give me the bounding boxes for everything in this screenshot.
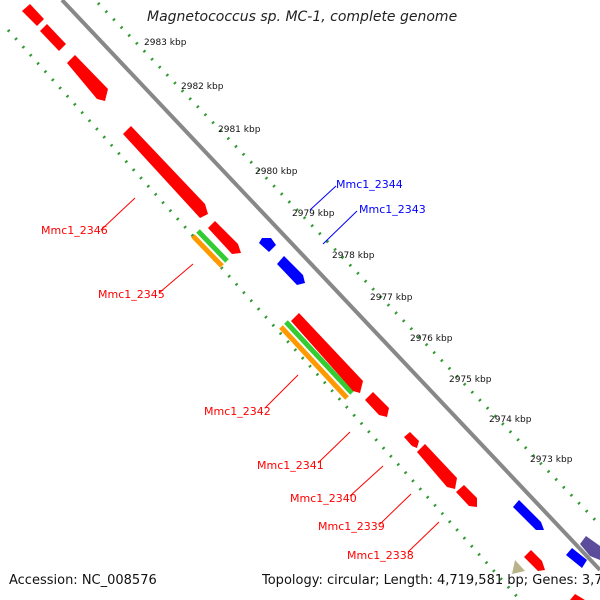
gene-arrow <box>456 485 477 507</box>
forward-strand-genes <box>22 4 585 600</box>
topology-label: Topology: circular; Length: 4,719,581 bp… <box>262 573 600 588</box>
kbp-tick-labels: 2983 kbp 2982 kbp 2981 kbp 2980 kbp 2979… <box>144 38 573 465</box>
tick-label: 2980 kbp <box>255 167 298 177</box>
label-leader-lines <box>100 185 440 553</box>
tick-label: 2983 kbp <box>144 38 187 48</box>
gene-arrow <box>123 126 208 218</box>
feature-bars <box>191 229 354 400</box>
genome-backbone <box>60 0 600 572</box>
tick-label: 2977 kbp <box>370 293 413 303</box>
gene-arrow <box>580 536 600 560</box>
gene-labels-left: Mmc1_2346 Mmc1_2345 Mmc1_2342 Mmc1_2341 … <box>41 224 414 562</box>
tick-label: 2975 kbp <box>449 375 492 385</box>
accession-label: Accession: NC_008576 <box>9 573 157 588</box>
tick-label: 2978 kbp <box>332 251 375 261</box>
gene-arrow <box>417 444 457 489</box>
tick-label: 2981 kbp <box>218 125 261 135</box>
gene-arrow <box>291 313 363 393</box>
gene-label: Mmc1_2341 <box>257 459 324 472</box>
gene-arrow <box>208 221 241 254</box>
gene-label: Mmc1_2340 <box>290 492 357 505</box>
gene-label: Mmc1_2339 <box>318 520 385 533</box>
reverse-strand-genes <box>259 238 600 574</box>
inner-ruler-line <box>6 28 522 600</box>
gene-arrow <box>566 548 587 568</box>
gene-label: Mmc1_2338 <box>347 549 414 562</box>
tick-label: 2982 kbp <box>181 82 224 92</box>
gene-arrow <box>259 238 276 252</box>
gene-labels-right: Mmc1_2344 Mmc1_2343 <box>336 178 426 216</box>
gene-arrow <box>22 4 44 26</box>
gene-arrow <box>524 550 545 571</box>
gene-arrow <box>67 55 108 101</box>
tick-label: 2976 kbp <box>410 334 453 344</box>
gene-label: Mmc1_2344 <box>336 178 403 191</box>
tick-label: 2974 kbp <box>489 415 532 425</box>
gene-arrow <box>512 560 525 574</box>
gene-arrow <box>365 392 389 417</box>
gene-arrow <box>513 500 544 530</box>
gene-label: Mmc1_2342 <box>204 405 271 418</box>
tick-label: 2979 kbp <box>292 209 335 219</box>
gene-label: Mmc1_2346 <box>41 224 108 237</box>
gene-label: Mmc1_2343 <box>359 203 426 216</box>
gene-arrow <box>277 256 305 285</box>
gene-arrow <box>404 432 419 448</box>
gene-arrow <box>570 594 585 600</box>
gene-label: Mmc1_2345 <box>98 288 165 301</box>
tick-label: 2973 kbp <box>530 455 573 465</box>
gene-arrow <box>40 24 66 51</box>
outer-ruler-line <box>96 1 600 527</box>
